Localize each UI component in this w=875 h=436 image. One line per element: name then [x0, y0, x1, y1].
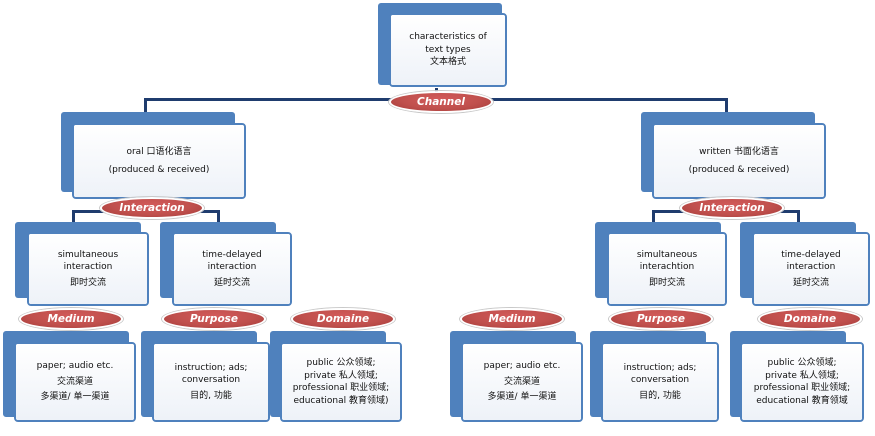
right-interaction-label: Interaction — [680, 197, 784, 219]
written-subtitle: (produced & received) — [688, 165, 790, 175]
right-delayed-line2: interaction — [786, 262, 836, 273]
right-purpose-line3: 目的, 功能 — [639, 390, 681, 401]
right-domaine-label: Domaine — [758, 308, 862, 330]
left-purpose-line2: conversation — [181, 375, 241, 386]
left-medium-label: Medium — [19, 308, 123, 330]
right-delayed-node: time-delayed interaction 延时交流 — [752, 232, 870, 306]
left-purpose-label: Purpose — [162, 308, 266, 330]
left-domaine-label: Domaine — [291, 308, 395, 330]
right-delayed-line1: time-delayed — [781, 249, 841, 260]
left-delayed-line2: interaction — [207, 262, 257, 273]
oral-title: oral 口语化语言 — [126, 146, 192, 157]
right-purpose-line2: conversation — [630, 375, 690, 386]
left-medium-line3: 多渠道/ 单一渠道 — [40, 392, 110, 403]
left-domaine-line4: educational 教育领域) — [293, 395, 389, 406]
written-node: written 书面化语言 (produced & received) — [652, 123, 826, 199]
oral-node: oral 口语化语言 (produced & received) — [72, 123, 246, 199]
right-simultaneous-line2: interachtion — [639, 262, 695, 273]
channel-label: Channel — [389, 91, 493, 113]
connector-right-del — [797, 210, 800, 222]
connector-to-oral — [144, 98, 147, 112]
left-purpose-line3: 目的, 功能 — [190, 390, 232, 401]
left-interaction-label: Interaction — [100, 197, 204, 219]
right-medium-node: paper; audio etc. 交流渠道 多渠道/ 单一渠道 — [461, 342, 583, 422]
left-domaine-node: public 公众领域; private 私人领域; professional … — [280, 342, 402, 422]
right-medium-line2: 交流渠道 — [503, 376, 540, 387]
left-domaine-line2: private 私人领域; — [304, 370, 378, 381]
right-domaine-line1: public 公众领域; — [767, 358, 837, 368]
left-medium-node: paper; audio etc. 交流渠道 多渠道/ 单一渠道 — [14, 342, 136, 422]
connector-right-sim — [652, 210, 655, 222]
left-delayed-line3: 延时交流 — [213, 277, 250, 288]
left-simultaneous-line3: 即时交流 — [69, 277, 106, 288]
right-purpose-node: instruction; ads; conversation 目的, 功能 — [601, 342, 719, 422]
right-domaine-line4: educational 教育领域 — [756, 395, 848, 406]
left-medium-line2: 交流渠道 — [56, 376, 93, 387]
written-title: written 书面化语言 — [699, 146, 779, 157]
left-delayed-line1: time-delayed — [202, 249, 262, 260]
left-simultaneous-line1: simultaneous — [57, 249, 119, 260]
right-simultaneous-line3: 即时交流 — [648, 277, 685, 288]
left-domaine-line1: public 公众领域; — [306, 358, 376, 368]
right-domaine-line3: professional 职业领域; — [753, 383, 851, 393]
right-simultaneous-node: simultaneous interachtion 即时交流 — [607, 232, 727, 306]
root-line1: characteristics of — [409, 32, 487, 43]
right-medium-line3: 多渠道/ 单一渠道 — [487, 392, 557, 403]
left-domaine-line3: professional 职业领域; — [292, 383, 390, 393]
right-medium-label: Medium — [460, 308, 564, 330]
connector-to-written — [725, 98, 728, 112]
left-delayed-node: time-delayed interaction 延时交流 — [172, 232, 292, 306]
right-medium-line1: paper; audio etc. — [483, 361, 561, 372]
right-purpose-label: Purpose — [609, 308, 713, 330]
left-purpose-node: instruction; ads; conversation 目的, 功能 — [152, 342, 270, 422]
left-purpose-line1: instruction; ads; — [174, 362, 248, 373]
root-line3: 文本格式 — [429, 57, 466, 68]
right-delayed-line3: 延时交流 — [792, 277, 829, 288]
connector-left-del — [217, 210, 220, 222]
left-medium-line1: paper; audio etc. — [36, 361, 114, 372]
right-simultaneous-line1: simultaneous — [636, 249, 698, 260]
root-line2: text types — [425, 44, 471, 55]
right-purpose-line1: instruction; ads; — [623, 362, 697, 373]
right-domaine-line2: private 私人领域; — [765, 370, 839, 381]
connector-left-sim — [72, 210, 75, 222]
left-simultaneous-node: simultaneous interaction 即时交流 — [27, 232, 149, 306]
left-simultaneous-line2: interaction — [63, 262, 113, 273]
root-node: characteristics of text types 文本格式 — [389, 13, 507, 87]
right-domaine-node: public 公众领域; private 私人领域; professional … — [740, 342, 864, 422]
oral-subtitle: (produced & received) — [108, 165, 210, 175]
